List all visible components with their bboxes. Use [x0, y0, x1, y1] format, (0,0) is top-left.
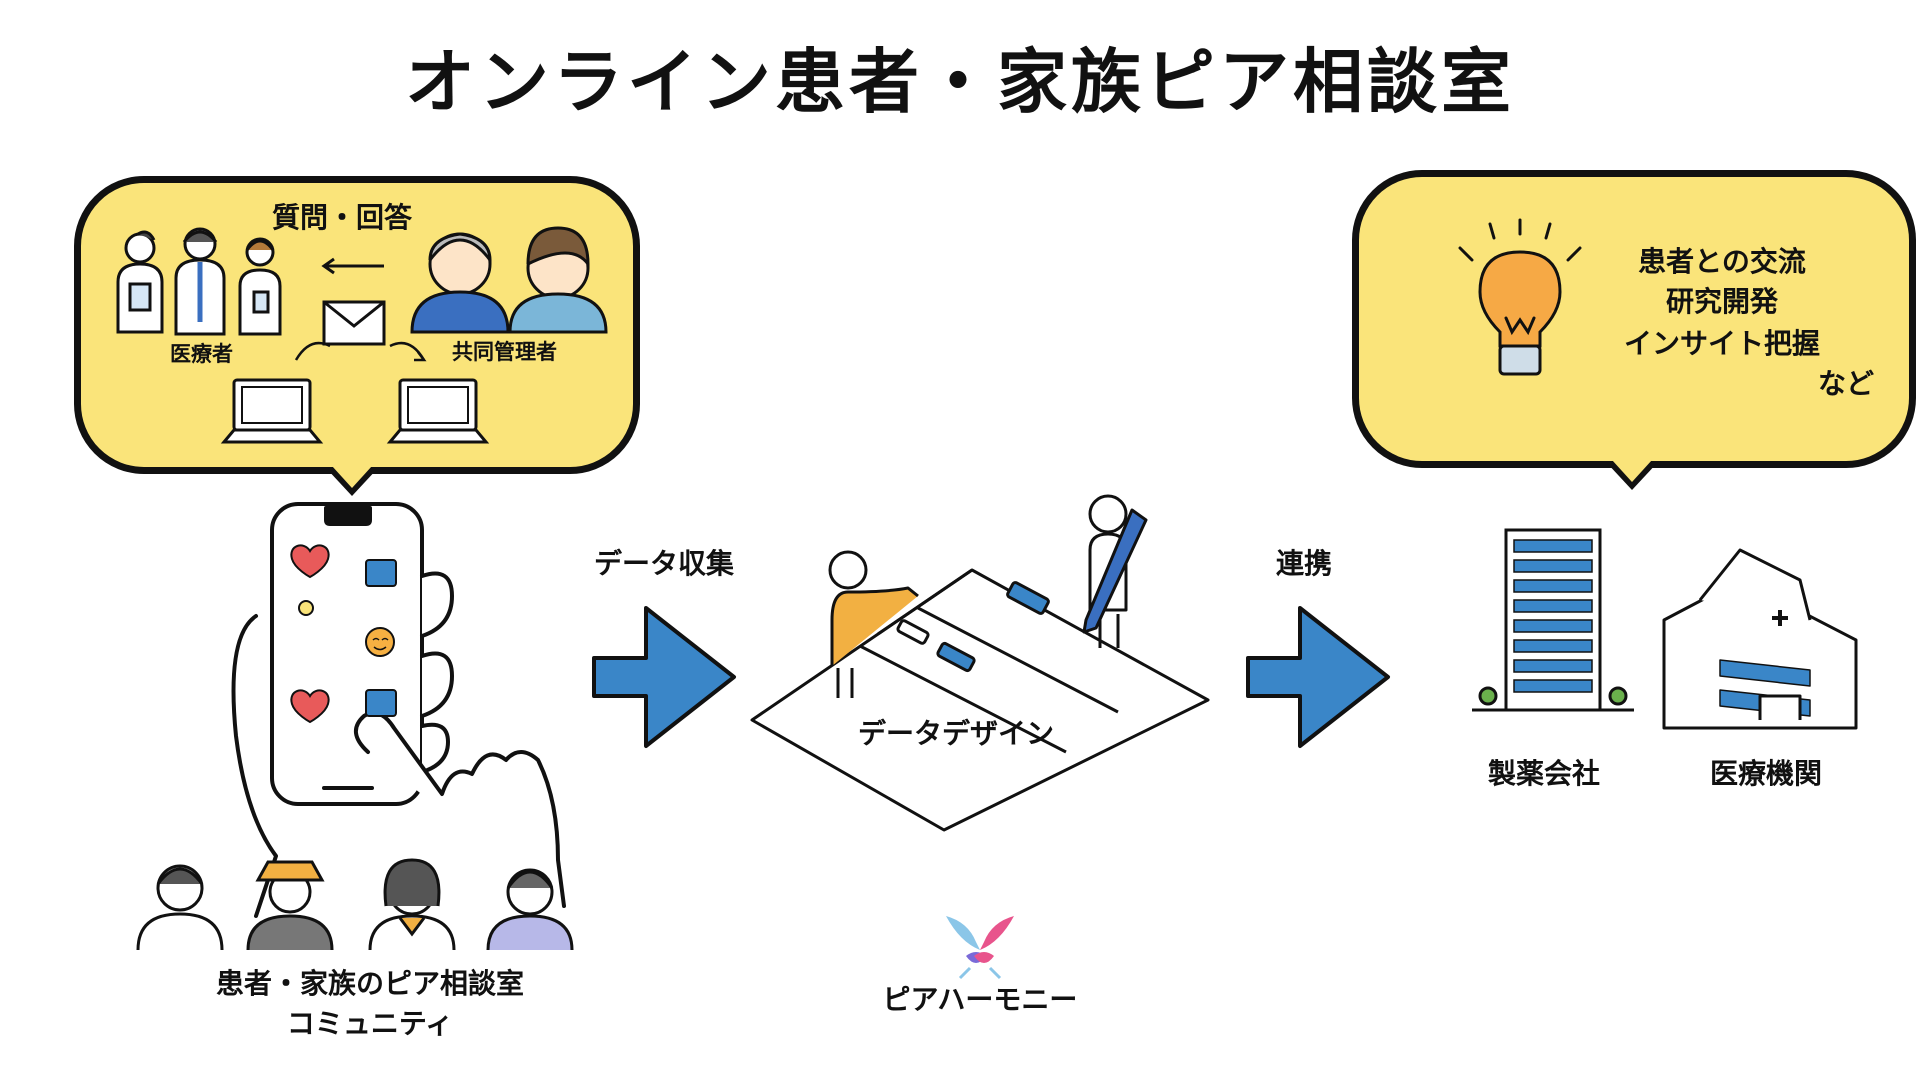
- community-members-icon: [136, 858, 574, 951]
- community-label-line1: 患者・家族のピア相談室: [215, 967, 524, 1000]
- page-title: オンライン患者・家族ピア相談室: [405, 41, 1515, 123]
- link-label: 連携: [1276, 547, 1333, 580]
- smartphone-illustration: [231, 502, 566, 918]
- exchange-arrow-icon: [294, 341, 427, 362]
- envelope-icon: [322, 300, 386, 346]
- data-design-label: データデザイン: [858, 717, 1055, 750]
- qa-heading: 質問・回答: [272, 201, 413, 234]
- benefit-suffix: など: [1818, 367, 1875, 400]
- flow-arrow-icon: [1246, 606, 1390, 748]
- medical-staff-icon: [116, 227, 282, 336]
- medical-institution-label: 医療機関: [1710, 757, 1823, 790]
- benefit-item: インサイト把握: [1623, 327, 1820, 360]
- data-design-illustration: [750, 494, 1210, 832]
- medical-staff-label: 医療者: [170, 342, 233, 366]
- community-label-line2: コミュニティ: [286, 1007, 454, 1040]
- laptop-icon: [386, 378, 490, 444]
- benefit-item: 患者との交流: [1638, 245, 1806, 278]
- pharma-company-label: 製薬会社: [1488, 757, 1601, 790]
- benefit-item: 研究開発: [1665, 285, 1778, 318]
- co-managers-label: 共同管理者: [452, 340, 557, 364]
- brand-name: ピアハーモニー: [882, 983, 1078, 1016]
- flow-arrow-icon: [592, 606, 736, 748]
- reply-arrow-icon: [321, 257, 384, 275]
- hummingbird-logo-icon: [946, 916, 1014, 980]
- hospital-building-icon: [1662, 548, 1858, 730]
- laptop-icon: [220, 378, 324, 444]
- data-collect-label: データ収集: [594, 547, 735, 580]
- co-managers-icon: [410, 226, 608, 334]
- lightbulb-icon: [1458, 218, 1582, 376]
- pharma-building-icon: [1472, 528, 1634, 712]
